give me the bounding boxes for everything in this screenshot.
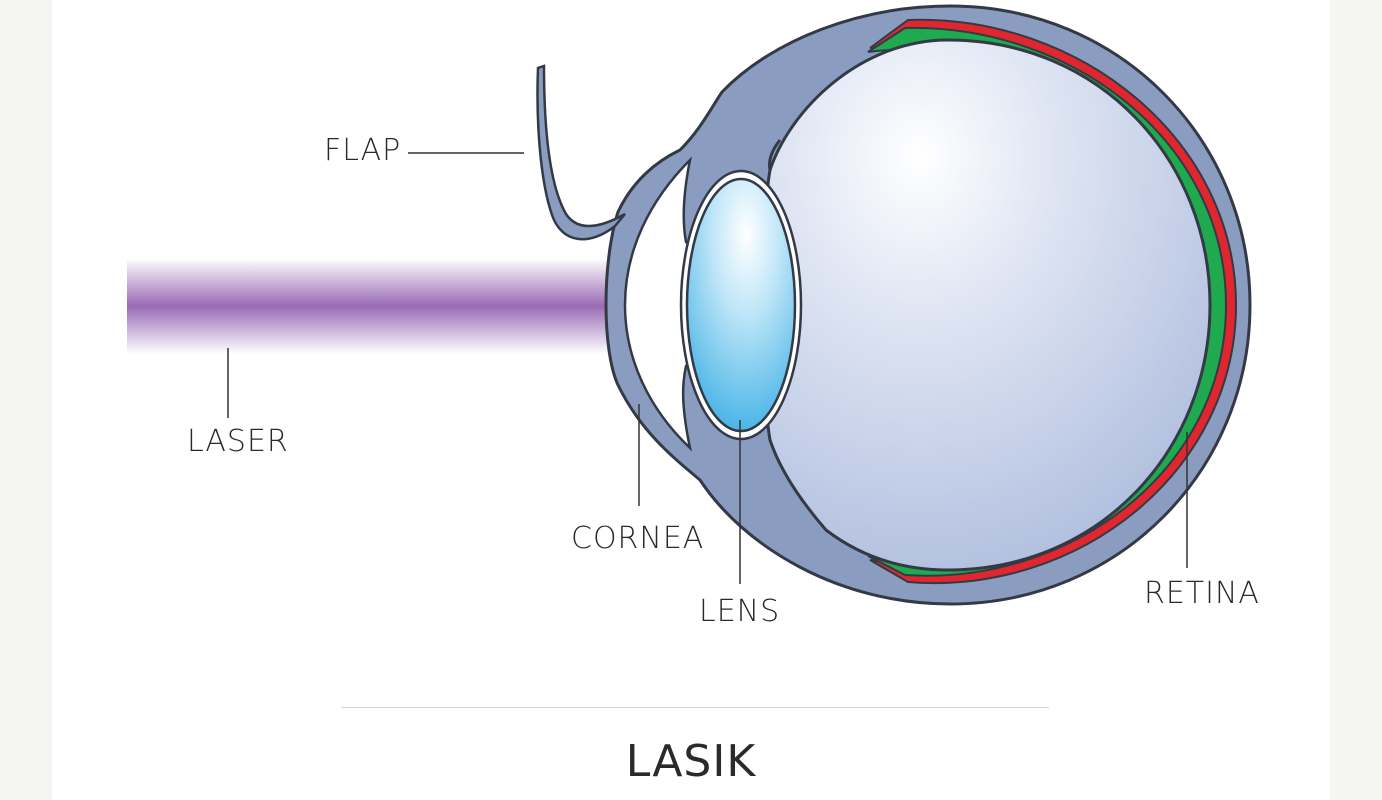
label-cornea: CORNEA <box>571 521 705 556</box>
laser-beam <box>127 258 627 354</box>
ciliary-top <box>768 139 782 171</box>
label-retina: RETINA <box>1144 576 1260 611</box>
label-flap: FLAP <box>324 133 402 168</box>
diagram-title: LASIK <box>625 736 757 787</box>
corneal-flap <box>536 64 626 241</box>
title-divider <box>341 707 1049 708</box>
lens <box>685 177 797 433</box>
label-lens: LENS <box>699 594 781 629</box>
cornea <box>623 156 698 452</box>
vitreous-body <box>761 38 1212 572</box>
label-laser: LASER <box>187 424 289 459</box>
